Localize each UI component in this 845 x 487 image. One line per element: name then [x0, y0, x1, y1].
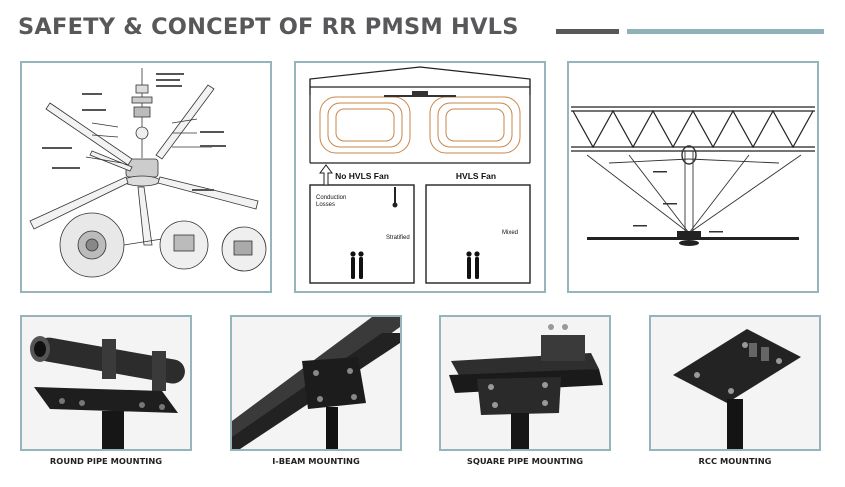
square-pipe-mounting-image	[439, 315, 611, 451]
conduction-label-2: Losses	[316, 202, 335, 208]
stratified-label: Stratified	[386, 235, 410, 241]
round-pipe-mounting-image	[20, 315, 192, 451]
i-beam-mounting-image	[230, 315, 402, 451]
rcc-mounting-image	[649, 315, 821, 451]
page-title: SAFETY & CONCEPT OF RR PMSM HVLS	[18, 14, 519, 40]
i-beam-mounting-caption: I-BEAM MOUNTING	[272, 456, 360, 466]
with-fan-label: HVLS Fan	[456, 171, 496, 181]
round-pipe-mounting-caption: ROUND PIPE MOUNTING	[49, 456, 163, 466]
airflow-concept-diagram: No HVLS Fan HVLS Fan Conduction Losses S…	[294, 61, 546, 293]
rcc-mounting-caption: RCC MOUNTING	[698, 456, 772, 466]
mixed-label: Mixed	[502, 230, 518, 236]
exploded-assembly-drawing	[20, 61, 272, 293]
square-pipe-mounting-caption: SQUARE PIPE MOUNTING	[466, 456, 584, 466]
conduction-label-1: Conduction	[316, 195, 346, 201]
title-accent-bar-teal	[627, 29, 824, 34]
title-accent-bar-dark	[556, 29, 619, 34]
truss-installation-drawing	[567, 61, 819, 293]
no-fan-label: No HVLS Fan	[335, 171, 389, 181]
